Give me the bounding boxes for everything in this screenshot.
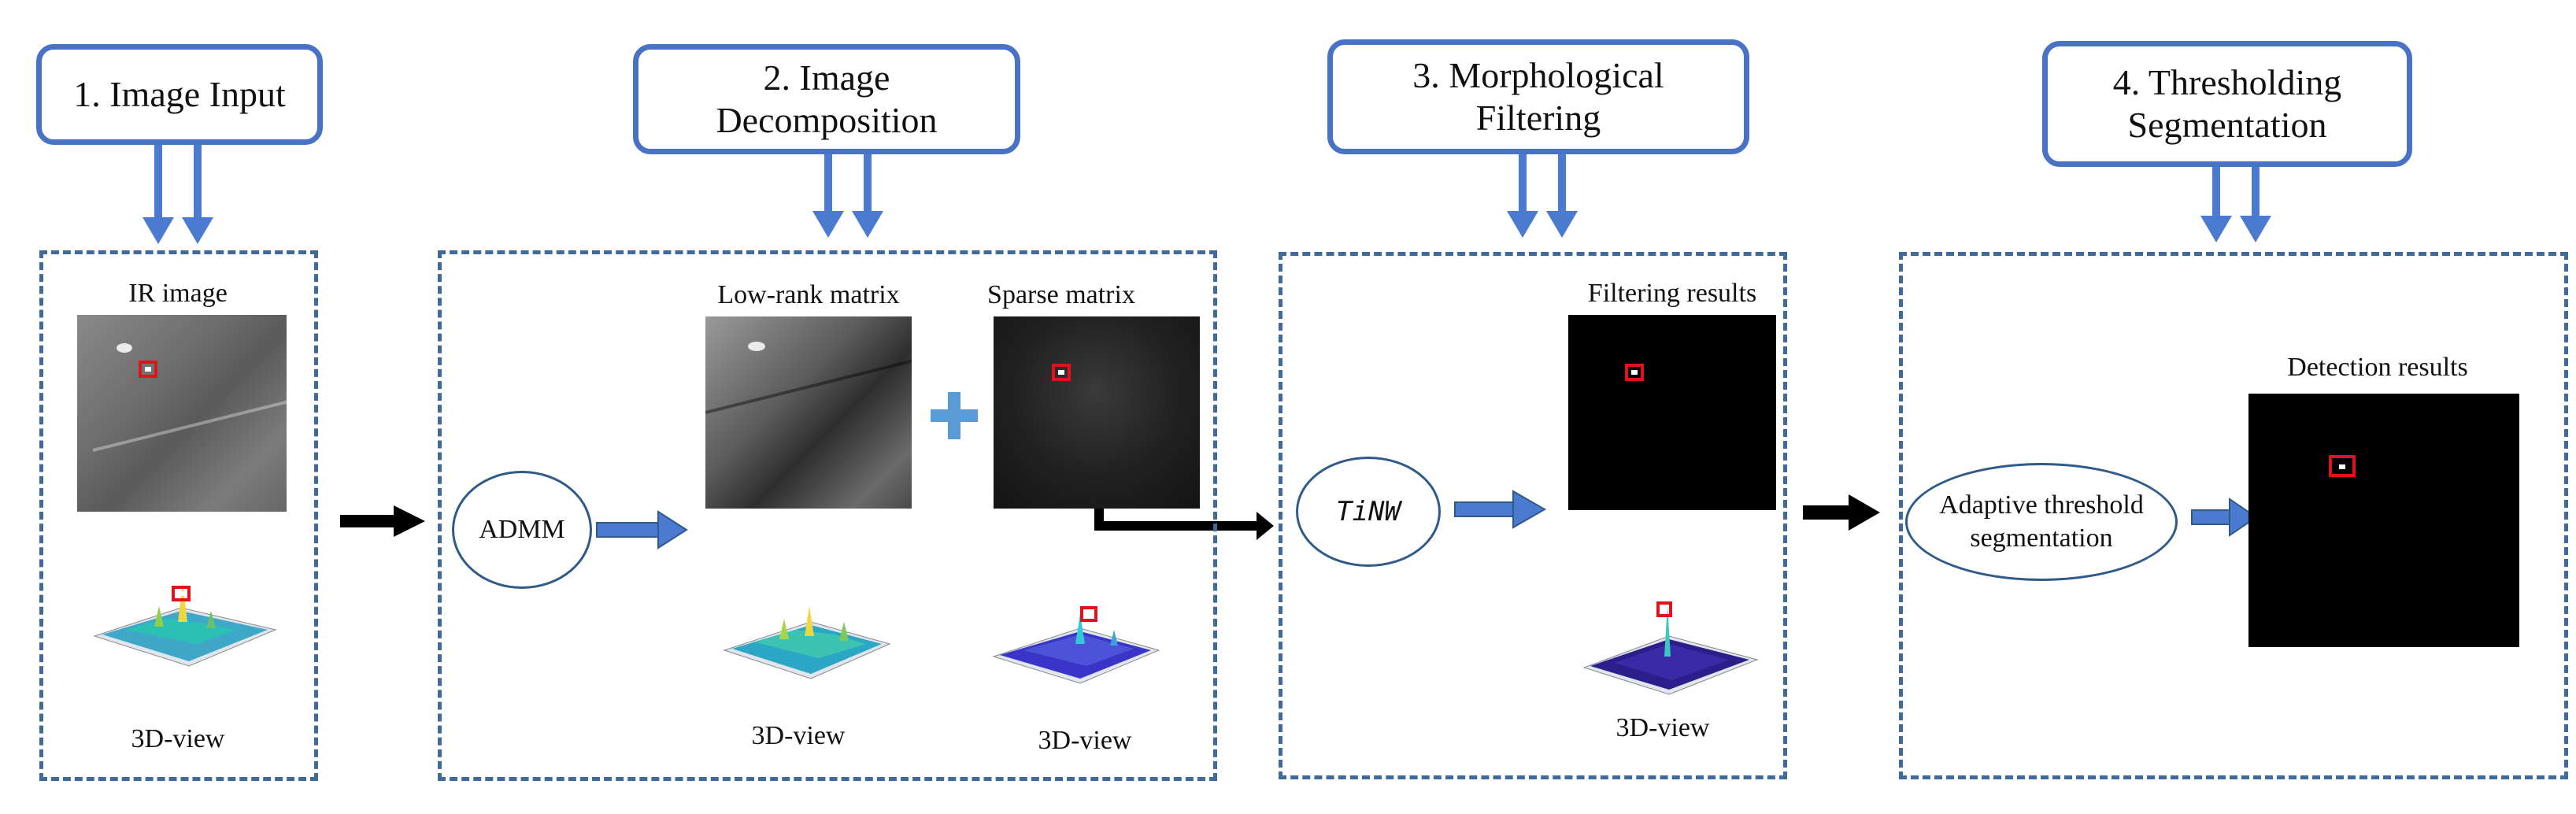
- ir-image-label: IR image: [128, 279, 228, 308]
- surface-plot-sparse: [992, 614, 1160, 684]
- detection-results-image: [2248, 394, 2519, 647]
- arrow-threshold-to-detection: [2191, 498, 2258, 537]
- surface-plot-lowrank: [723, 606, 891, 679]
- target-marker: [139, 361, 157, 378]
- surface-plot-filtering: [1582, 605, 1759, 695]
- stage-title-image-input: 1. Image Input: [36, 44, 323, 145]
- target-marker-3d: [172, 586, 191, 601]
- arrow-admm-to-lowrank: [596, 510, 688, 549]
- arrow-sparse-to-panel3: [1094, 507, 1274, 540]
- down-arrows-stage-4: [2200, 164, 2271, 242]
- down-arrows-stage-2: [812, 151, 883, 238]
- adaptive-threshold-label: Adaptive threshold segmentation: [1939, 490, 2144, 553]
- down-arrows-stage-3: [1507, 151, 1578, 238]
- target-marker: [2329, 455, 2356, 477]
- detection-results-label: Detection results: [2287, 353, 2468, 382]
- plus-icon: [931, 392, 978, 439]
- ir-image: [77, 315, 287, 512]
- panel-morphological-filtering: [1279, 252, 1787, 779]
- stage-title-morphological-filtering: 3. Morphological Filtering: [1327, 39, 1749, 154]
- stage-title-text: 1. Image Input: [73, 74, 286, 114]
- panel-image-input: [39, 250, 318, 781]
- filtering-results-label: Filtering results: [1587, 279, 1757, 308]
- target-marker: [1052, 364, 1071, 381]
- bright-spot: [117, 343, 132, 353]
- lowrank-3d-view-label: 3D-view: [751, 721, 846, 750]
- arrow-panel3-to-panel4: [1803, 494, 1880, 531]
- sparse-3d-view-label: 3D-view: [1038, 726, 1132, 755]
- arrow-panel1-to-panel2: [340, 505, 425, 537]
- arrow-tinw-to-filtering: [1454, 490, 1547, 529]
- admm-label: ADMM: [479, 515, 565, 544]
- ir-3d-view-label: 3D-view: [131, 724, 225, 753]
- lowrank-label: Low-rank matrix: [717, 280, 900, 309]
- target-marker-3d: [1656, 601, 1672, 617]
- target-marker-3d: [1080, 606, 1097, 622]
- tinw-label: TiNW: [1336, 496, 1401, 527]
- stage-title-text: 2. Image Decomposition: [716, 57, 938, 140]
- road-streak: [705, 357, 912, 414]
- panel-thresholding-segmentation: [1899, 252, 2568, 779]
- bright-spot: [748, 342, 765, 351]
- sparse-label: Sparse matrix: [987, 280, 1135, 309]
- stage-title-image-decomposition: 2. Image Decomposition: [633, 44, 1020, 154]
- adaptive-threshold-node: Adaptive threshold segmentation: [1905, 463, 2178, 581]
- surface-plot-ir: [93, 583, 277, 667]
- panel-image-decomposition: [438, 250, 1217, 781]
- lowrank-image: [705, 316, 912, 509]
- down-arrows-stage-1: [142, 142, 213, 244]
- target-marker: [1625, 364, 1644, 381]
- stage-title-thresholding-segmentation: 4. Thresholding Segmentation: [2042, 41, 2412, 167]
- tinw-node: TiNW: [1296, 457, 1441, 567]
- stage-title-text: 4. Thresholding Segmentation: [2112, 62, 2342, 145]
- filtering-results-image: [1568, 315, 1776, 510]
- sparse-image: [994, 316, 1200, 509]
- stage-title-text: 3. Morphological Filtering: [1412, 55, 1664, 138]
- admm-node: ADMM: [452, 471, 592, 589]
- road-streak: [92, 399, 287, 452]
- filtering-3d-view-label: 3D-view: [1616, 713, 1710, 742]
